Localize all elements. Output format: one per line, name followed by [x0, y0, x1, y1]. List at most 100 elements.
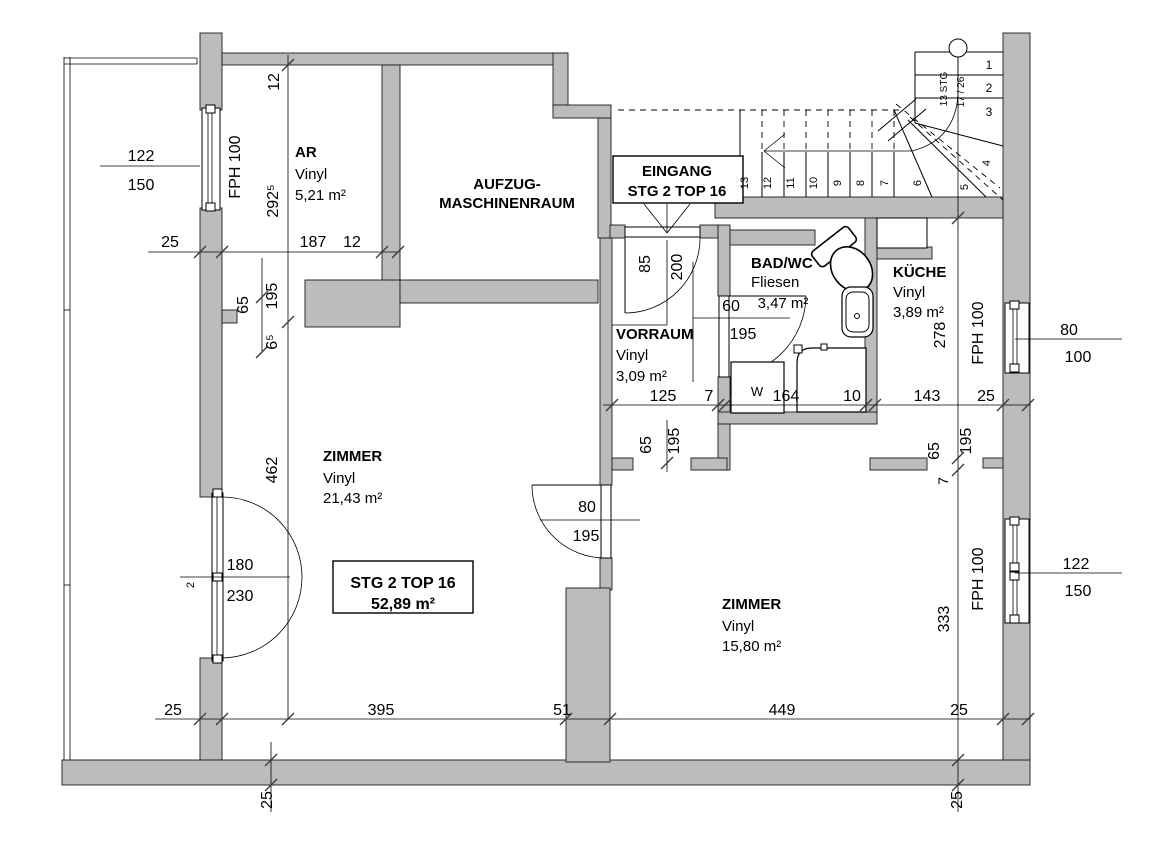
- stair-step-5: 5: [959, 184, 971, 190]
- room-vorraum-name: VORRAUM: [616, 326, 694, 343]
- room-zimmer1-area: 21,43 m²: [323, 490, 382, 507]
- window-fph-kueche: FPH 100: [970, 301, 987, 364]
- window-right-top: [1004, 300, 1030, 374]
- stair-break-lines: [877, 98, 1004, 201]
- stair-step-6: 6: [912, 180, 924, 186]
- dim-180: 180: [227, 557, 254, 574]
- stair-info-2: 17 / 26: [956, 76, 967, 107]
- room-zimmer1-floor: Vinyl: [323, 470, 355, 487]
- stair-step-9: 9: [832, 180, 844, 186]
- stair-step-13: 13: [739, 177, 751, 189]
- dim-449: 449: [769, 702, 796, 719]
- dim-12-ar: 12: [343, 234, 361, 251]
- washing-machine: [730, 361, 785, 414]
- room-zimmer2-name: ZIMMER: [722, 596, 781, 613]
- dim-292-5: 292⁵: [265, 184, 282, 217]
- dim-25-below-left: 25: [259, 791, 276, 809]
- shower: [793, 343, 867, 413]
- stair-step-1: 1: [986, 58, 993, 72]
- dim-195-right: 195: [958, 428, 975, 455]
- dimension-ticks: [193, 58, 1035, 792]
- dim-150-right: 150: [1065, 583, 1092, 600]
- dim-25-below-right: 25: [949, 791, 966, 809]
- dim-195-left: 195: [264, 283, 281, 310]
- unit-box-line2: 52,89 m²: [371, 596, 435, 613]
- room-ar-name: AR: [295, 144, 317, 161]
- stair-step-11: 11: [785, 177, 797, 188]
- fixtures: [730, 225, 874, 414]
- dim-278: 278: [932, 322, 949, 349]
- dim-65-mid: 65: [638, 436, 655, 454]
- dim-200: 200: [669, 254, 686, 281]
- zimmer-door: [531, 484, 612, 559]
- stair-walk-line: [763, 57, 959, 169]
- window-left: [201, 104, 221, 212]
- dim-195-bad: 195: [730, 326, 757, 343]
- dim-7-right: 7: [935, 477, 951, 485]
- toilet: [810, 225, 874, 293]
- stair-step-8: 8: [855, 180, 867, 186]
- stair-step-3: 3: [986, 105, 993, 119]
- room-aufzug-line2: MASCHINENRAUM: [439, 195, 575, 212]
- dim-80-window: 80: [1060, 322, 1078, 339]
- stair-winders: [893, 109, 987, 198]
- dim-333: 333: [936, 606, 953, 633]
- dim-25-topleft: 25: [161, 234, 179, 251]
- dim-164: 164: [773, 388, 800, 405]
- balcony-door: [211, 488, 303, 664]
- room-bad-name: BAD/WC: [751, 255, 813, 272]
- dimension-lines: [100, 55, 1122, 812]
- dim-7-vorraum: 7: [705, 388, 714, 405]
- window-fph-left: FPH 100: [227, 135, 244, 198]
- room-ar-area: 5,21 m²: [295, 187, 346, 204]
- dim-395: 395: [368, 702, 395, 719]
- washer-label: W: [751, 384, 764, 399]
- walls: [61, 32, 1031, 786]
- room-bad-area: 3,47 m²: [758, 295, 809, 312]
- dim-80-door: 80: [578, 499, 596, 516]
- room-zimmer1-name: ZIMMER: [323, 448, 382, 465]
- dim-6-5: 6⁵: [264, 334, 281, 350]
- entrance-line2: STG 2 TOP 16: [628, 183, 727, 200]
- unit-area-box: [332, 560, 474, 614]
- room-ar-floor: Vinyl: [295, 166, 327, 183]
- entrance-line1: EINGANG: [642, 163, 712, 180]
- dim-65-right: 65: [926, 442, 943, 460]
- entrance-label-box: [612, 155, 744, 204]
- dim-85: 85: [637, 255, 654, 273]
- dim-230: 230: [227, 588, 254, 605]
- room-kueche-area: 3,89 m²: [893, 304, 944, 321]
- dim-100-window: 100: [1065, 349, 1092, 366]
- room-aufzug-line1: AUFZUG-: [473, 176, 541, 193]
- stair-info-1: 13 STG: [939, 72, 950, 107]
- stair-step-7: 7: [879, 180, 891, 186]
- room-zimmer2-area: 15,80 m²: [722, 638, 781, 655]
- stair-step-2: 2: [986, 81, 993, 95]
- dim-195-door: 195: [573, 528, 600, 545]
- dim-125: 125: [650, 388, 677, 405]
- windows: [201, 104, 1030, 624]
- room-kueche-name: KÜCHE: [893, 264, 946, 281]
- kueche-notch: [876, 217, 928, 249]
- stair-step-10: 10: [808, 177, 820, 189]
- dim-122-right: 122: [1063, 556, 1090, 573]
- dim-12-top: 12: [266, 73, 283, 91]
- stair-step-4: 4: [981, 160, 993, 166]
- dim-25-bottomleft: 25: [164, 702, 182, 719]
- washbasin: [841, 286, 874, 338]
- window-right-bottom: [1004, 516, 1030, 624]
- dim-51: 51: [553, 702, 571, 719]
- dim-60: 60: [722, 298, 740, 315]
- unit-box-line1: STG 2 TOP 16: [350, 575, 455, 592]
- entrance-arrow: [643, 203, 691, 234]
- dim-143: 143: [914, 388, 941, 405]
- stair-start-circle: [948, 38, 968, 58]
- stair-treads: [761, 110, 895, 197]
- dim-10: 10: [843, 388, 861, 405]
- dim-150-left: 150: [128, 177, 155, 194]
- balcony-railing: [63, 57, 198, 760]
- dim-195-mid: 195: [666, 428, 683, 455]
